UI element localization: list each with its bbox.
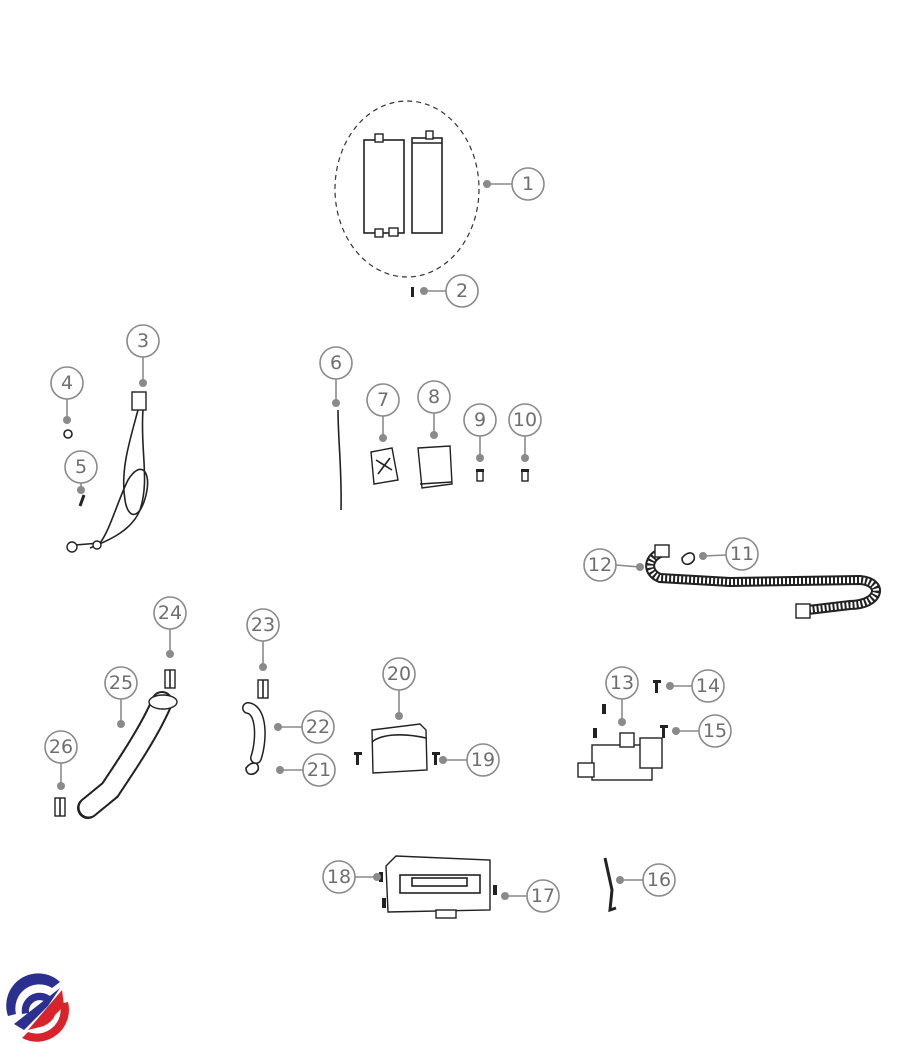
part-6-wire: [337, 409, 342, 511]
svg-text:13: 13: [610, 672, 634, 694]
part-16-rod: [603, 857, 617, 913]
part-22-hose: [242, 702, 266, 764]
part-21-clamp: [245, 762, 260, 776]
part-4-o-ring: [63, 429, 73, 439]
part-23-plug: [257, 679, 269, 699]
callout-23: 23: [246, 608, 280, 671]
callout-24: 24: [153, 596, 187, 658]
part-7-bag: [370, 447, 399, 485]
callout-14: 14: [666, 669, 725, 703]
callout-3: 3: [126, 324, 160, 387]
callout-12: 12: [583, 548, 644, 582]
part-3-power-cord: [66, 391, 149, 553]
callout-7: 7: [366, 383, 400, 442]
svg-text:20: 20: [387, 663, 411, 685]
svg-text:1: 1: [522, 173, 534, 195]
svg-text:22: 22: [306, 716, 330, 738]
brand-logo: [6, 973, 69, 1042]
svg-text:12: 12: [588, 554, 612, 576]
svg-text:21: 21: [307, 759, 331, 781]
part-24-plug: [164, 669, 176, 689]
part-12-drain-hose: [645, 544, 881, 619]
svg-text:15: 15: [703, 720, 727, 742]
callout-5: 5: [64, 450, 98, 494]
svg-text:6: 6: [330, 352, 342, 374]
part-25-corrugated-hose: [77, 691, 178, 819]
part-11-clamp: [681, 552, 696, 566]
callout-13: 13: [605, 666, 639, 726]
svg-text:10: 10: [513, 409, 537, 431]
callout-26: 26: [44, 730, 78, 790]
part-19-20-cover: [354, 723, 440, 774]
svg-text:26: 26: [49, 736, 73, 758]
callout-17: 17: [501, 879, 560, 913]
part-5-screw: [78, 494, 86, 507]
svg-text:4: 4: [61, 372, 73, 394]
callout-1: 1: [483, 167, 545, 201]
callout-18: 18: [322, 860, 381, 894]
svg-text:7: 7: [377, 389, 389, 411]
svg-text:11: 11: [730, 543, 754, 565]
part-26-plug: [54, 797, 66, 817]
svg-text:18: 18: [327, 866, 351, 888]
svg-text:19: 19: [471, 749, 495, 771]
svg-text:2: 2: [456, 280, 468, 302]
callout-21: 21: [276, 753, 336, 787]
part-15-screw: [660, 725, 668, 738]
callout-16: 16: [616, 863, 676, 897]
callout-20: 20: [382, 657, 416, 720]
callout-15: 15: [672, 714, 732, 748]
svg-text:9: 9: [474, 409, 486, 431]
callout-11: 11: [699, 537, 759, 571]
svg-text:5: 5: [75, 456, 87, 478]
svg-text:25: 25: [109, 672, 133, 694]
svg-text:3: 3: [137, 330, 149, 352]
svg-text:24: 24: [158, 602, 182, 624]
callout-22: 22: [274, 710, 335, 744]
part-10-screw: [521, 469, 529, 482]
part-14-screw: [653, 680, 661, 693]
callout-8: 8: [417, 380, 451, 439]
callout-6: 6: [319, 346, 353, 407]
callout-19: 19: [439, 743, 500, 777]
part-1-control-board-assembly: [334, 100, 480, 278]
callout-2: 2: [420, 274, 479, 308]
part-8-manual: [417, 445, 453, 489]
callout-9: 9: [463, 403, 497, 462]
callout-25: 25: [104, 666, 138, 728]
callout-4: 4: [50, 366, 84, 424]
svg-text:16: 16: [647, 869, 671, 891]
svg-text:17: 17: [531, 885, 555, 907]
svg-text:14: 14: [696, 675, 720, 697]
part-9-screw: [476, 469, 484, 482]
part-17-18-control-box: [379, 855, 497, 919]
svg-text:23: 23: [251, 614, 275, 636]
part-13-drain-pump: [577, 704, 663, 781]
svg-text:8: 8: [428, 386, 440, 408]
callout-10: 10: [508, 403, 542, 462]
part-2-screw: [411, 287, 414, 297]
